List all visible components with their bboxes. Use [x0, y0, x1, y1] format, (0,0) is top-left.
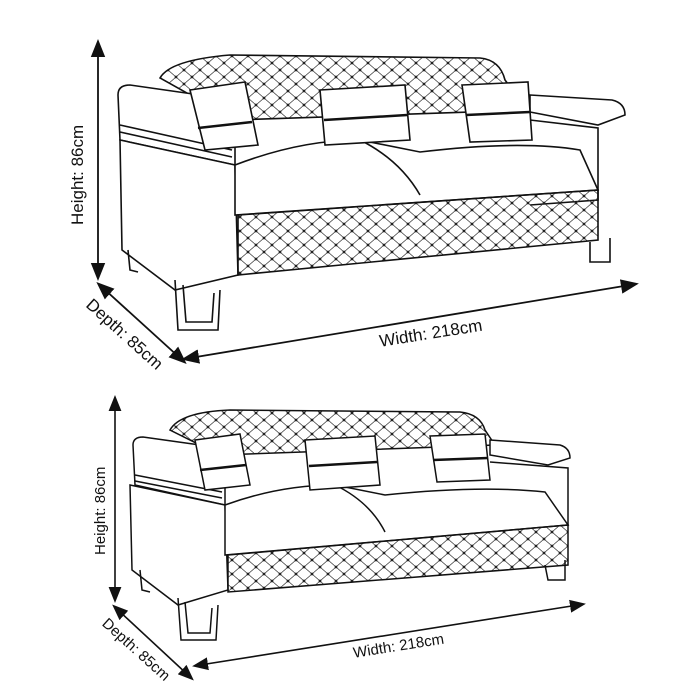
height-label-top: Height: 86cm [68, 124, 87, 225]
sofa-top-illustration [117, 54, 626, 331]
width-dimension-line-bottom [192, 599, 586, 671]
depth-dimension-line-top [96, 281, 187, 365]
depth-dimension-line-bottom [112, 604, 194, 681]
width-dimension-line-top [181, 279, 639, 364]
sofa-bottom-illustration [129, 409, 571, 641]
height-label-bottom: Height: 86cm [92, 466, 109, 555]
